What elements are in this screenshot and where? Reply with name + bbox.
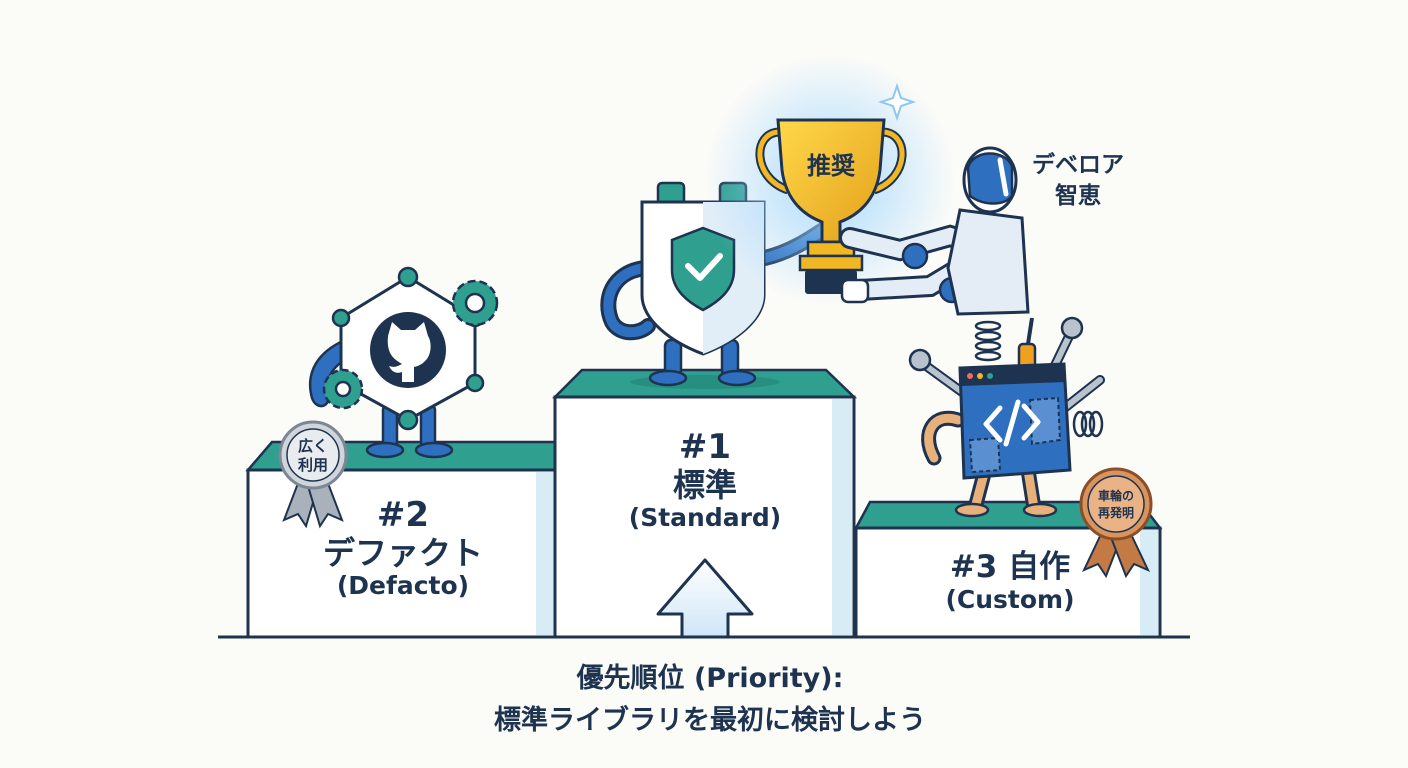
developer-label-line1: デベロア: [1032, 152, 1124, 178]
gear-icon: [322, 368, 364, 410]
silver-badge-line1: 広く: [298, 437, 328, 455]
screwdriver-icon: [1017, 317, 1037, 372]
podium-first-en: (Standard): [628, 502, 782, 532]
sparkle-icon: [877, 82, 917, 122]
robot-arm-icon: [839, 146, 1030, 316]
podium-second-en: (Defacto): [336, 570, 470, 600]
podium-second-name: デファクト: [322, 534, 483, 573]
arrow-up-icon: [656, 558, 754, 639]
code-window-icon: [958, 362, 1072, 480]
bronze-badge: [1079, 467, 1153, 579]
podium-third-label: #3 自作 (Custom): [870, 549, 1150, 614]
podium-third-en: (Custom): [945, 584, 1075, 614]
priority-caption-line2: 標準ライブラリを最初に検討しよう: [494, 705, 926, 736]
github-character: [308, 266, 499, 459]
bronze-badge-line1: 車輪の: [1098, 488, 1134, 503]
silver-badge-line2: 利用: [298, 456, 328, 474]
custom-character: [908, 316, 1105, 518]
podium-second-rank: #2: [376, 495, 430, 535]
spring-icon: [1072, 410, 1104, 438]
silver-badge: [278, 420, 348, 529]
bronze-badge-line2: 再発明: [1098, 505, 1134, 520]
podium-first-rank: #1: [678, 427, 732, 467]
priority-caption-line1: 優先順位 (Priority):: [576, 663, 844, 694]
developer-label-line2: 智恵: [1055, 183, 1101, 210]
shield-check-icon: [670, 226, 736, 312]
podium-second-label: #2 デファクト (Defacto): [258, 495, 548, 601]
trophy-icon: [755, 118, 907, 294]
github-icon: [370, 312, 446, 388]
podium-third-rank: #3 自作: [949, 549, 1071, 585]
trophy-label: 推奨: [807, 152, 856, 180]
gear-icon: [451, 279, 499, 327]
wrench-icon: [908, 348, 967, 397]
wrench-icon: [1057, 375, 1105, 415]
spring-icon: [974, 320, 1002, 362]
podium-first-name: 標準: [672, 466, 737, 505]
podium-first-label: #1 標準 (Standard): [560, 427, 850, 533]
developer-label: デベロア 智恵: [1018, 150, 1138, 212]
